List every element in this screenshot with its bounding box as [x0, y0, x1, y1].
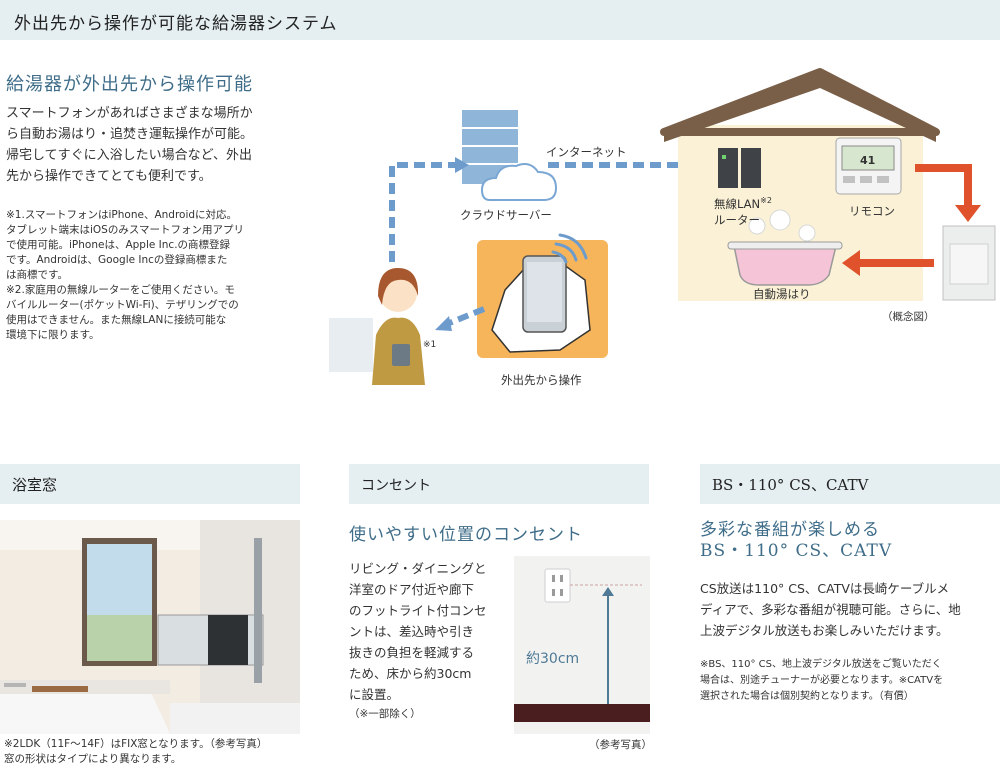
outlet-body-line: ントは、差込時や引き — [349, 624, 475, 639]
tv-note-line: 場合は、別途チューナーが必要となります。※CATVを — [700, 675, 944, 686]
bath-window-caption: ※2LDK（11F～14F）はFIX窓となります。（参考写真） 窓の形状はタイプ… — [4, 737, 267, 767]
dashed-arrow-phone-to-person — [445, 306, 486, 327]
router-icon — [718, 148, 761, 188]
intro-notes: ※1.スマートフォンはiPhone、Androidに対応。 タブレット端末はiO… — [6, 208, 296, 343]
page-header-bar — [0, 0, 1000, 40]
page-title: 外出先から操作が可能な給湯器システム — [14, 14, 338, 34]
outlet-height-label: 約30cm — [526, 651, 580, 667]
tv-note-line: ※BS、110° CS、地上波デジタル放送をご覧いただく — [700, 659, 942, 670]
outlet-body-line: ため、床から約30cm — [349, 666, 472, 681]
bathtub-icon — [727, 209, 843, 286]
intro-note-line: バイルルーター(ポケットWi-Fi)、テザリングでの — [6, 299, 239, 311]
outlet-section-title: コンセント — [361, 478, 431, 494]
outlet-body: リビング・ダイニングと 洋室のドア付近や廊下 のフットライト付コンセ ントは、差… — [349, 558, 509, 705]
tv-section-title: BS・110° CS、CATV — [712, 476, 869, 494]
bath-window-section-title: 浴室窓 — [12, 476, 58, 494]
outside-operation-label: 外出先から操作 — [501, 373, 582, 387]
bath-window-caption-line: 窓の形状はタイプにより異なります。 — [4, 753, 182, 765]
bath-window-caption-line: ※2LDK（11F～14F）はFIX窓となります。（参考写真） — [4, 738, 268, 750]
system-diagram — [329, 68, 996, 385]
tv-section-bar: BS・110° CS、CATV — [700, 464, 1000, 504]
outlet-body-line: 抜きの負担を軽減する — [349, 645, 475, 660]
bathroom-photo — [0, 520, 300, 734]
tv-heading-line: BS・110° CS、CATV — [700, 541, 893, 561]
tv-heading-line: 多彩な番組が楽しめる — [700, 520, 880, 540]
outlet-section-bar: コンセント — [349, 464, 649, 504]
outlet-plate — [544, 568, 571, 603]
bath-auto-fill-label: 自動湯はり — [753, 287, 811, 301]
bath-window-section-bar: 浴室窓 — [0, 464, 300, 504]
tv-body-line: ディアで、多彩な番組が視聴可能。さらに、地 — [700, 602, 961, 617]
internet-label: インターネット — [546, 145, 627, 159]
remote-label: リモコン — [849, 204, 895, 218]
remote-display-value: 41 — [860, 154, 876, 167]
intro-body-line: ら自動お湯はり・追焚き運転操作が可能。 — [6, 127, 254, 142]
router-label-line2: ルーター — [714, 212, 760, 227]
intro-note-line: ※2.家庭用の無線ルーターをご使用ください。モ — [6, 284, 235, 296]
cloud-icon — [480, 163, 558, 201]
router-note-marker: ※2 — [760, 196, 772, 205]
dashed-arrow-person-to-cloud — [389, 162, 455, 262]
concept-diagram-label: （概念図） — [882, 311, 935, 323]
wifi-signal-icon — [551, 233, 588, 264]
intro-note-line: は商標です。 — [6, 269, 68, 281]
baseboard — [514, 704, 650, 722]
outlet-photo — [514, 556, 650, 734]
outlet-body-line: リビング・ダイニングと — [349, 561, 487, 576]
remote-controller-icon — [835, 137, 902, 195]
person-illustration — [372, 268, 425, 385]
cloud-server-label: クラウドサーバー — [460, 208, 552, 222]
intro-body-line: スマートフォンがあればさまざまな場所か — [6, 106, 253, 121]
tv-note-line: 選択された場合は個別契約となります。（有償） — [700, 691, 914, 702]
tv-body: CS放送は110° CS、CATVは長崎ケーブルメ ディアで、多彩な番組が視聴可… — [700, 578, 998, 641]
bathtub-photo — [0, 690, 170, 734]
router-label-line1: 無線LAN — [714, 196, 761, 211]
intro-note-line: で使用可能。iPhoneは、Apple Inc.の商標登録 — [6, 239, 231, 251]
outlet-note: （※一部除く） — [349, 708, 421, 720]
orange-arrow-remote-to-heater — [915, 164, 972, 208]
intro-body-line: 帰宅してすぐに入浴したい場合など、外出 — [6, 148, 252, 163]
intro-note-line: ※1.スマートフォンはiPhone、Androidに対応。 — [6, 209, 238, 221]
tv-body-line: 上波デジタル放送もお楽しみいただけます。 — [700, 623, 949, 638]
person-note-marker: ※1 — [423, 340, 437, 350]
building-icon — [329, 318, 373, 372]
intro-note-line: タブレット端末はiOSのみスマートフォン用アプリ — [6, 224, 245, 236]
water-heater-icon — [942, 225, 996, 301]
outlet-body-line: に設置。 — [349, 687, 400, 702]
outlet-body-line: 洋室のドア付近や廊下 — [349, 582, 475, 597]
intro-note-line: です。Androidは、Google Incの登録商標また — [6, 254, 228, 266]
intro-note-line: 環境下に限ります。 — [6, 329, 100, 341]
tv-notes: ※BS、110° CS、地上波デジタル放送をご覧いただく 場合は、別途チューナー… — [700, 657, 998, 705]
outlet-heading: 使いやすい位置のコンセント — [349, 525, 583, 545]
intro-body: スマートフォンがあればさまざまな場所か ら自動お湯はり・追焚き運転操作が可能。 … — [6, 103, 291, 187]
outlet-body-line: のフットライト付コンセ — [349, 603, 487, 618]
tv-heading: 多彩な番組が楽しめる BS・110° CS、CATV — [700, 520, 892, 562]
intro-heading: 給湯器が外出先から操作可能 — [6, 74, 253, 95]
tv-body-line: CS放送は110° CS、CATVは長崎ケーブルメ — [700, 581, 950, 596]
intro-note-line: 使用はできません。また無線LANに接続可能な — [6, 314, 227, 326]
router-label: 無線LAN※2 ルーター — [714, 193, 772, 228]
outlet-photo-caption: （参考写真） — [589, 739, 652, 751]
intro-body-line: 先から操作できてとても便利です。 — [6, 169, 212, 184]
